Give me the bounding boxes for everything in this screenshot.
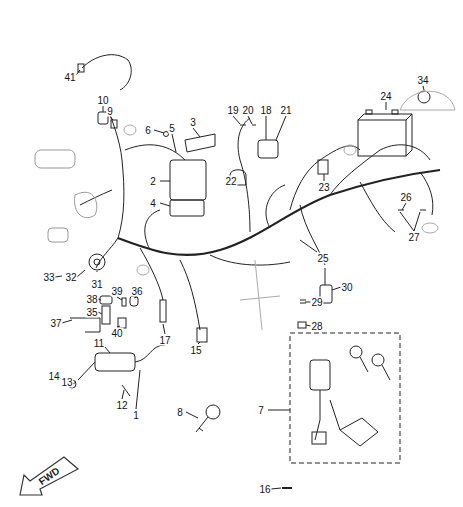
callout-number: 17 (158, 335, 171, 346)
callout-number: 27 (407, 232, 420, 243)
callout-number: 4 (149, 198, 157, 209)
direction-arrow: FWD (18, 455, 80, 497)
callout-number: 15 (189, 345, 202, 356)
callout-number: 13 (60, 377, 73, 388)
callout-number: 16 (258, 484, 271, 495)
callout-number: 35 (85, 307, 98, 318)
callout-number: 38 (85, 294, 98, 305)
callout-number: 10 (96, 95, 109, 106)
callout-number: 30 (340, 282, 353, 293)
callout-number: 1 (132, 410, 140, 421)
callout-number: 8 (176, 407, 184, 418)
callout-number: 39 (110, 286, 123, 297)
callout-number: 7 (257, 405, 265, 416)
callout-number: 33 (42, 272, 55, 283)
callout-number: 3 (189, 117, 197, 128)
callout-number: 26 (399, 192, 412, 203)
callout-number: 28 (310, 321, 323, 332)
callout-number: 20 (241, 105, 254, 116)
callout-number: 24 (379, 91, 392, 102)
callout-number: 25 (316, 253, 329, 264)
callout-number: 12 (115, 400, 128, 411)
callout-number: 11 (93, 338, 105, 349)
callout-number: 18 (259, 105, 272, 116)
callout-number: 6 (144, 125, 152, 136)
callout-number: 14 (47, 371, 60, 382)
callout-number: 23 (317, 182, 330, 193)
callout-number: 19 (226, 105, 239, 116)
callout-number: 31 (90, 279, 103, 290)
callout-number: 32 (64, 272, 77, 283)
callout-number: 37 (49, 318, 62, 329)
callout-number: 36 (130, 286, 143, 297)
callout-number: 40 (110, 328, 123, 339)
callout-number: 34 (416, 75, 429, 86)
callout-number: 9 (106, 106, 114, 117)
callout-number: 41 (63, 72, 76, 83)
callout-number: 5 (168, 123, 176, 134)
callout-number: 21 (279, 105, 292, 116)
callout-number: 29 (310, 297, 323, 308)
callout-number: 22 (224, 176, 237, 187)
callout-number: 2 (149, 176, 157, 187)
